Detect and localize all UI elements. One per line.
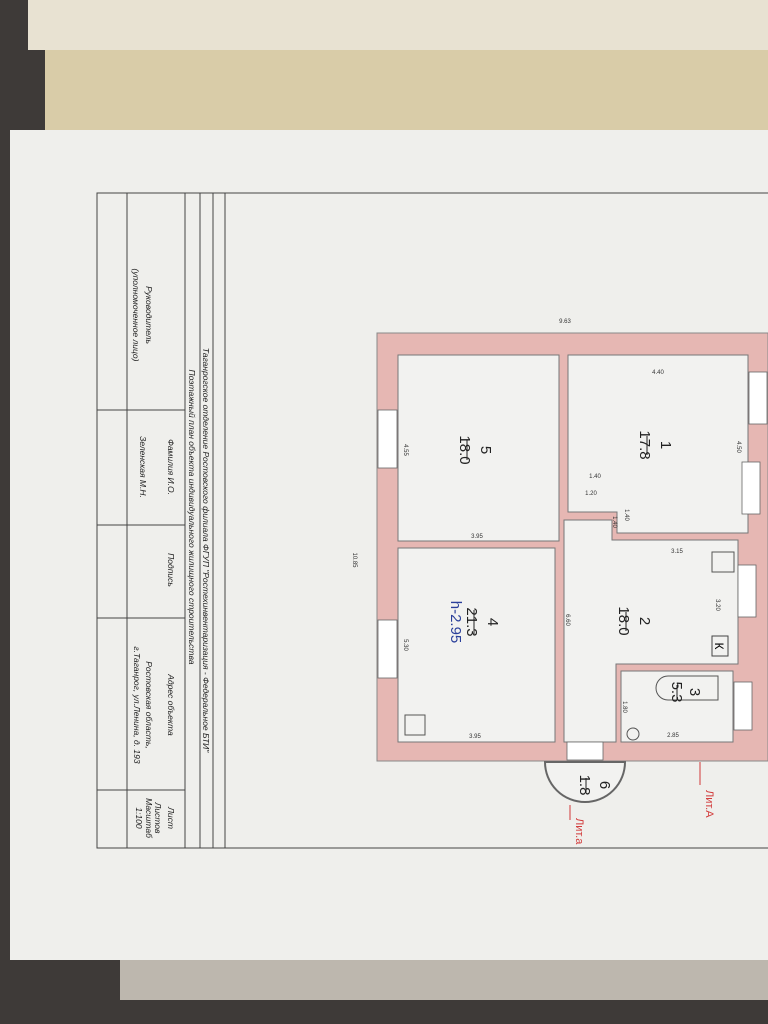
role-note: (уполномоченное лицо) xyxy=(131,269,141,362)
back-paper-certificate xyxy=(45,50,768,130)
room-5 xyxy=(397,354,560,542)
kitchen-mark-box xyxy=(711,635,729,657)
dim-hall-c: 1.40 xyxy=(623,509,629,521)
dim-r1-top: 4.40 xyxy=(652,370,664,376)
dim-r3-bottom: 2.85 xyxy=(667,733,679,739)
radiator-icon xyxy=(404,714,426,736)
col-signature: Подпись xyxy=(166,553,176,587)
col-name: Фамилия И.О. xyxy=(166,439,176,495)
plan-title: Поэтажный план объекта индивидуального ж… xyxy=(187,370,197,665)
sheets-label: Листов xyxy=(153,802,163,835)
room-6-area: 1.8 xyxy=(576,775,593,796)
dim-total-length: 10.85 xyxy=(351,552,357,568)
back-paper-top xyxy=(28,0,768,50)
address-line1: Ростовская область, xyxy=(144,661,154,748)
person-name: Зеленская М.Н. xyxy=(138,436,148,498)
room-1 xyxy=(567,354,749,534)
dim-r2-top: 3.15 xyxy=(671,549,683,555)
room-4 xyxy=(397,547,556,743)
dim-r5-side: 4.55 xyxy=(402,444,408,456)
room-5-area: 18.0 xyxy=(456,435,473,464)
scale-label: Масштаб xyxy=(144,798,154,839)
lit-porch-label: Лит.а xyxy=(573,818,585,845)
dim-r5-bottom: 3.95 xyxy=(471,534,483,540)
room-1-area: 17.8 xyxy=(636,430,653,459)
room-4-number: 4 xyxy=(484,618,501,626)
scale-value: 1:100 xyxy=(134,807,144,829)
room-3 xyxy=(620,670,734,743)
room-5-number: 5 xyxy=(477,446,494,454)
room-4-area: 21.3 xyxy=(463,607,480,636)
porch-room-6 xyxy=(543,761,627,803)
address-line2: г.Таганрог, ул.Ленина, д. 193 xyxy=(132,646,142,763)
col-address: Адрес объекта xyxy=(166,673,176,736)
dim-hall-b: 1.20 xyxy=(585,491,597,497)
title-block xyxy=(96,192,226,849)
role: Руководитель xyxy=(144,286,154,344)
dim-r2-side: 3.20 xyxy=(714,599,720,611)
dim-corridor: 6.60 xyxy=(564,614,570,626)
dim-r4-bottom: 3.95 xyxy=(469,734,481,740)
toilet-icon xyxy=(626,727,640,741)
kitchen-mark: К xyxy=(712,643,726,650)
dim-total-width: 9.63 xyxy=(559,319,571,325)
lit-main-label: Лит.А xyxy=(703,790,715,818)
bathtub-icon xyxy=(655,675,719,701)
room-2-area: 18.0 xyxy=(615,606,632,635)
dim-r3-side: 1.80 xyxy=(621,701,627,713)
rooms xyxy=(397,354,749,743)
room-2-number: 2 xyxy=(636,617,653,625)
room-6-number: 6 xyxy=(596,781,613,789)
dim-r1-side: 4.50 xyxy=(735,441,741,453)
org-line: Таганрогское отделение Ростовского филиа… xyxy=(201,348,211,754)
stove-icon xyxy=(711,551,735,573)
back-paper-bottom xyxy=(120,960,768,1000)
room-1-number: 1 xyxy=(657,441,674,449)
dim-hall-d: 1.40 xyxy=(611,516,617,528)
col-sheet: Лист xyxy=(166,806,176,829)
room-3-number: 3 xyxy=(686,688,703,696)
windows xyxy=(377,371,768,761)
dim-r4-side: 5.30 xyxy=(402,639,408,651)
room-4-height: h-2.95 xyxy=(447,601,464,644)
dim-hall-a: 1.40 xyxy=(589,474,601,480)
